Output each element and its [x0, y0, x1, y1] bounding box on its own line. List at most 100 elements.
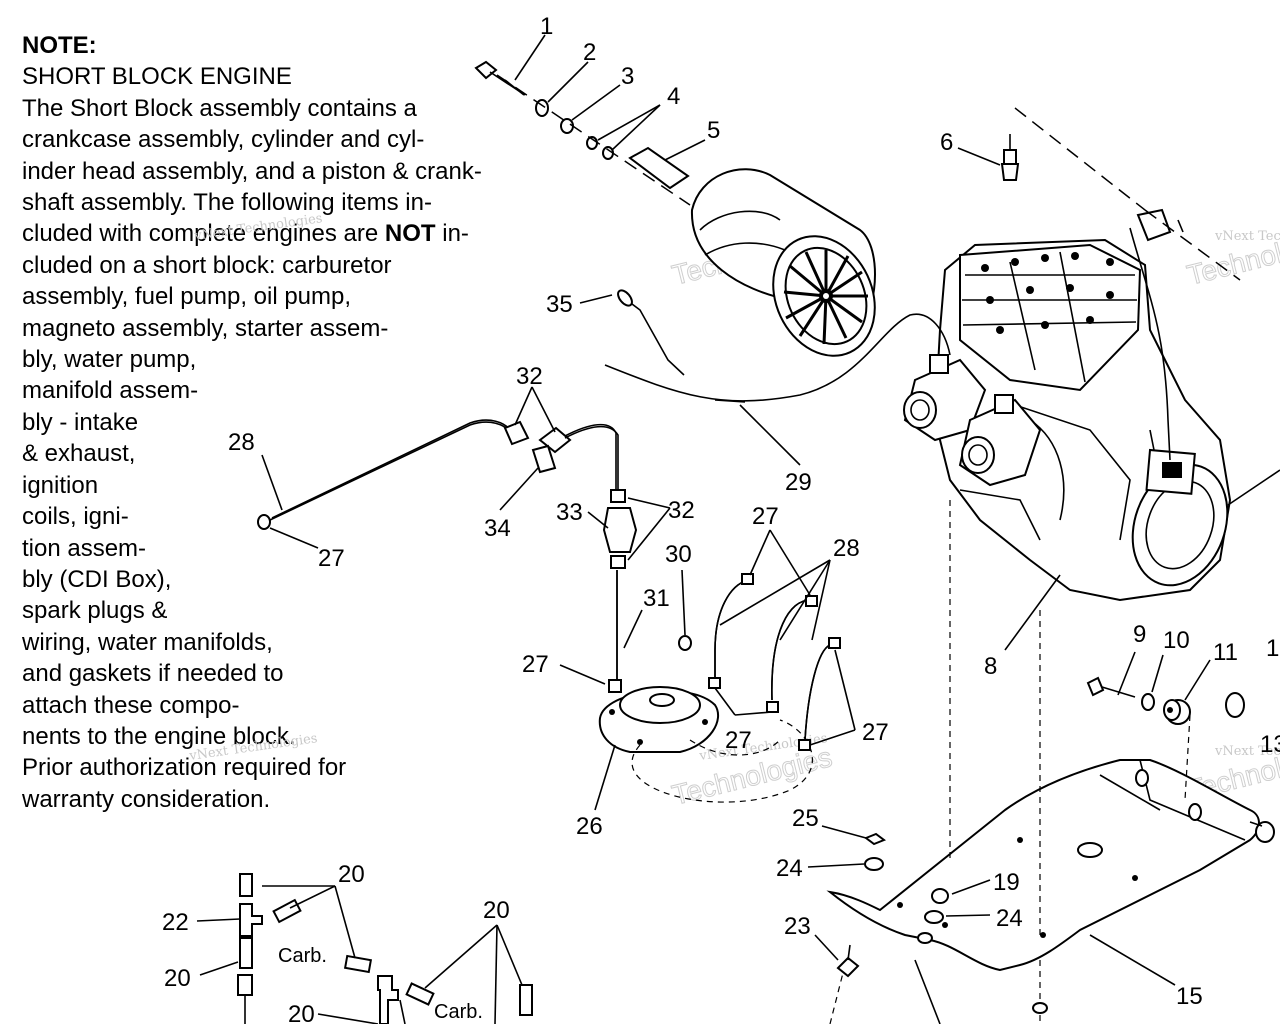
- clamp-27: [257, 514, 271, 530]
- spark-plug-6: [1000, 134, 1020, 181]
- note-line: bly (CDI Box),: [22, 565, 172, 593]
- washer-12: [1225, 692, 1245, 718]
- note-line: SHORT BLOCK ENGINE: [22, 63, 292, 91]
- callout-27: 27: [725, 727, 752, 754]
- note-line: magneto assembly, starter assem-: [22, 314, 389, 342]
- note-line: cluded on a short block: carburetor: [22, 251, 392, 279]
- callout-28: 28: [833, 535, 860, 562]
- callout-1: 1: [540, 13, 553, 40]
- recoil-starter: [690, 168, 876, 357]
- bushing-11: [1163, 699, 1191, 725]
- note-line-bold: cluded with complete engines are NOT in-: [22, 218, 562, 249]
- callout-11: 11: [1213, 639, 1238, 666]
- callout-labels: 1 2 3 4 5 6 35 32 28 29 34 33 32 27 27 2…: [162, 13, 1280, 1024]
- note-line: & exhaust,: [22, 440, 136, 468]
- callout-20: 20: [483, 897, 510, 924]
- note-line: nents to the engine block.: [22, 722, 296, 750]
- note-line: Prior authorization required for: [22, 754, 347, 782]
- callout-15: 15: [1176, 983, 1203, 1010]
- note-line-end: in-: [435, 220, 469, 248]
- watermark-text: vNext Technologies: [1214, 229, 1280, 244]
- dipstick-35: [619, 294, 685, 376]
- callout-31: 31: [643, 585, 670, 612]
- engine-block: [903, 238, 1232, 602]
- clamp-32: [503, 420, 530, 446]
- callout-22: 22: [162, 909, 189, 936]
- note-line: manifold assem-: [22, 377, 199, 405]
- vent-hose-28: [771, 599, 811, 701]
- callout-12: 1: [1266, 635, 1279, 662]
- fuel-filter-33: [602, 489, 638, 569]
- callout-6: 6: [940, 129, 953, 156]
- note-line: coils, igni-: [22, 503, 129, 531]
- watermark-text: vNext Technologies: [1214, 744, 1280, 759]
- vent-hose-28: [714, 579, 749, 680]
- callout-23: 23: [784, 913, 811, 940]
- nut-13: [1255, 821, 1275, 843]
- note-bold-word: NOT: [384, 220, 436, 248]
- callout-13: 13: [1260, 731, 1280, 758]
- callout-32: 32: [516, 363, 543, 390]
- bolt-1: [474, 60, 526, 96]
- callout-29: 29: [785, 469, 812, 496]
- note-line-start: cluded with complete engines are: [22, 220, 385, 248]
- note-line: crankcase assembly, cylinder and cyl-: [22, 126, 425, 154]
- watermark-text: vNext Technologies: [187, 731, 318, 764]
- tee-fitting-34: [531, 444, 557, 474]
- callout-5: 5: [707, 117, 720, 144]
- note-line: tion assem-: [22, 534, 147, 562]
- note-line: bly - intake: [22, 408, 139, 436]
- callout-35: 35: [546, 291, 573, 318]
- callout-27: 27: [522, 651, 549, 678]
- throttle-cable-29: [604, 313, 951, 402]
- callout-27: 27: [318, 545, 345, 572]
- callout-19: 19: [993, 869, 1020, 896]
- note-line: warranty consideration.: [22, 785, 271, 813]
- callout-3: 3: [621, 63, 634, 90]
- callout-10: 10: [1163, 627, 1190, 654]
- carb-label: Carb.: [278, 945, 327, 967]
- clamp-30: [678, 635, 692, 651]
- callout-28: 28: [228, 429, 255, 456]
- washer-24: [924, 910, 944, 924]
- callout-30: 30: [665, 541, 692, 568]
- note-line: assembly, fuel pump, oil pump,: [22, 283, 352, 311]
- fuel-line-28: [269, 421, 511, 521]
- bolt-9: [1086, 676, 1136, 698]
- washer-3: [560, 118, 574, 134]
- note-line: shaft assembly. The following items in-: [22, 189, 432, 217]
- leader-lines: [196, 34, 1211, 1024]
- callout-2: 2: [583, 39, 596, 66]
- callout-24: 24: [996, 905, 1023, 932]
- callout-9: 9: [1133, 621, 1146, 648]
- bolt-23: [836, 944, 860, 978]
- callout-34: 34: [484, 515, 511, 542]
- washer-24: [864, 857, 884, 871]
- note-line: wiring, water manifolds,: [22, 628, 273, 656]
- callout-20: 20: [164, 965, 191, 992]
- note-line: bly, water pump,: [22, 346, 197, 374]
- callout-26: 26: [576, 813, 603, 840]
- note-line: The Short Block assembly contains a: [22, 94, 417, 122]
- callout-20: 20: [338, 861, 365, 888]
- callout-4: 4: [667, 83, 680, 110]
- note-line: attach these compo-: [22, 691, 240, 719]
- callout-27: 27: [862, 719, 889, 746]
- fuel-pump-26: [598, 686, 720, 753]
- engine-mount-plate-15: [826, 759, 1260, 972]
- spark-plug-cap: [1136, 208, 1172, 242]
- callout-33: 33: [556, 499, 583, 526]
- callout-24: 24: [776, 855, 803, 882]
- callout-8: 8: [984, 653, 997, 680]
- note-line: ignition: [22, 471, 99, 499]
- note-line: and gaskets if needed to: [22, 660, 284, 688]
- vent-hose-28: [804, 644, 831, 741]
- fuel-fittings-20: [237, 873, 533, 1024]
- callout-20: 20: [288, 1001, 315, 1024]
- washer-10: [1141, 693, 1155, 711]
- note-line: spark plugs &: [22, 597, 168, 625]
- nut-19: [931, 888, 949, 904]
- callout-25: 25: [792, 805, 819, 832]
- note-block: NOTE: SHORT BLOCK ENGINE The Short Block…: [22, 30, 562, 815]
